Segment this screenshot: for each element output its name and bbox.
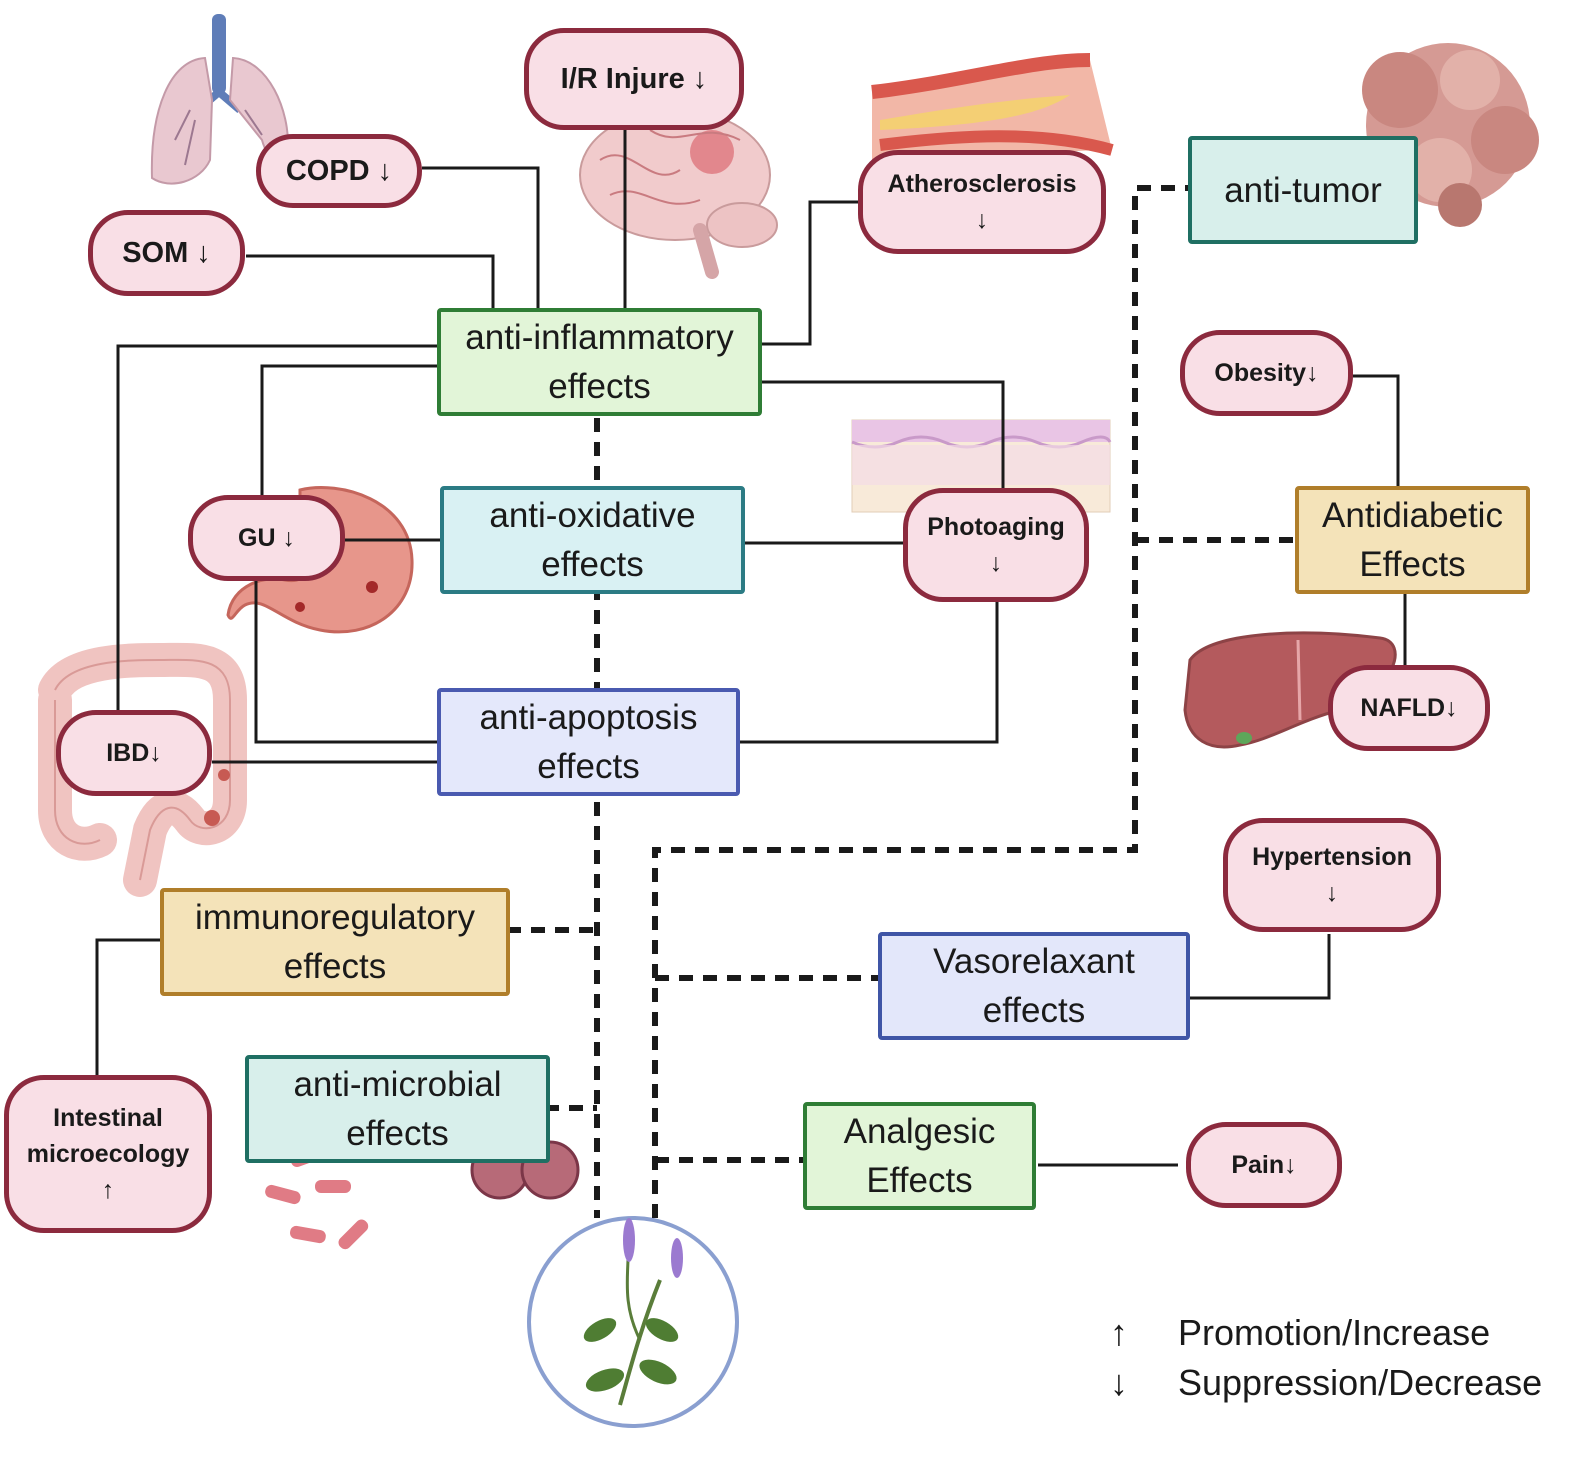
anti-microbial-box: anti-microbial effects [245,1055,550,1163]
connector-photo-inflam [762,380,1005,488]
hypertension-arrow: ↓ [1325,879,1339,907]
connector-hypertension [1185,934,1331,1000]
analgesic-box: Analgesic Effects [803,1102,1036,1210]
ir-injure-label: I/R Injure ↓ [560,63,708,95]
anti-apoptosis-label-1: anti-apoptosis [479,698,698,737]
dash-right-branch [652,185,1188,1218]
connector-intestinal [95,938,160,1075]
anti-tumor-label: anti-tumor [1224,170,1382,210]
analgesic-label-1: Analgesic [843,1112,996,1151]
obesity-box: Obesity↓ [1180,330,1353,416]
intestinal-label-2: microecology [26,1140,190,1168]
som-box: SOM ↓ [88,210,245,296]
photoaging-box: Photoaging ↓ [903,488,1089,602]
anti-inflammatory-label-1: anti-inflammatory [465,318,734,357]
brain-icon [579,109,778,279]
artery-icon [871,53,1114,160]
gu-label: GU ↓ [238,524,295,552]
ir-injure-box: I/R Injure ↓ [524,28,744,130]
pain-label: Pain↓ [1231,1151,1297,1179]
connector-gu-inflam [260,364,437,495]
plant-icon [527,1216,739,1428]
anti-tumor-box: anti-tumor [1188,136,1418,244]
vasorelaxant-label-2: effects [982,991,1086,1030]
connector-obesity [1353,374,1400,488]
photoaging-arrow: ↓ [989,549,1003,577]
anti-oxidative-box: anti-oxidative effects [440,486,745,594]
analgesic-label-2: Effects [866,1161,973,1200]
anti-microbial-label-2: effects [346,1114,449,1153]
antidiabetic-label-1: Antidiabetic [1322,496,1503,535]
connector-ibd-inflam [116,344,437,712]
gu-box: GU ↓ [188,495,345,581]
vasorelaxant-label-1: Vasorelaxant [933,942,1135,981]
legend-row-increase: ↑ Promotion/Increase [1110,1312,1490,1354]
vasorelaxant-box: Vasorelaxant effects [878,932,1190,1040]
connector-copd [422,166,540,310]
antidiabetic-label-2: Effects [1359,545,1466,584]
copd-label: COPD ↓ [285,155,393,187]
hypertension-label: Hypertension [1252,843,1412,871]
anti-apoptosis-label-2: effects [537,747,640,786]
nafld-label: NAFLD↓ [1360,694,1458,722]
copd-box: COPD ↓ [256,134,422,208]
anti-apoptosis-box: anti-apoptosis effects [437,688,740,796]
pain-box: Pain↓ [1186,1122,1342,1208]
anti-inflammatory-label-2: effects [548,367,651,406]
legend-increase-label: Promotion/Increase [1178,1312,1491,1353]
obesity-label: Obesity↓ [1214,359,1319,387]
ibd-box: IBD↓ [56,710,212,796]
atherosclerosis-arrow: ↓ [975,206,989,234]
nafld-box: NAFLD↓ [1328,665,1490,751]
immunoregulatory-box: immunoregulatory effects [160,888,510,996]
immunoregulatory-label-1: immunoregulatory [194,898,476,937]
legend-row-decrease: ↓ Suppression/Decrease [1110,1362,1542,1404]
legend-up-arrow-icon: ↑ [1110,1312,1128,1353]
connector-atherosclerosis [760,200,860,346]
anti-oxidative-label-1: anti-oxidative [489,496,696,535]
liver-icon [1183,631,1397,749]
anti-oxidative-label-2: effects [541,545,644,584]
intestinal-label-1: Intestinal [53,1104,163,1132]
ibd-label: IBD↓ [106,739,162,767]
anti-microbial-label-1: anti-microbial [293,1065,502,1104]
connector-gu-apop [254,578,437,744]
atherosclerosis-box: Atherosclerosis ↓ [858,150,1106,254]
intestinal-arrow: ↑ [101,1176,115,1204]
legend-down-arrow-icon: ↓ [1110,1362,1128,1403]
som-label: SOM ↓ [122,237,211,269]
lungs-icon [150,14,290,185]
legend-decrease-label: Suppression/Decrease [1178,1362,1543,1403]
intestinal-microecology-box: Intestinal microecology ↑ [4,1075,212,1233]
anti-inflammatory-box: anti-inflammatory effects [437,308,762,416]
antidiabetic-box: Antidiabetic Effects [1295,486,1530,594]
connector-som [246,254,495,310]
connector-photo-apop [740,602,999,744]
photoaging-label: Photoaging [927,513,1065,541]
immunoregulatory-label-2: effects [283,947,387,986]
atherosclerosis-label: Atherosclerosis [887,170,1077,198]
hypertension-box: Hypertension ↓ [1223,818,1441,932]
